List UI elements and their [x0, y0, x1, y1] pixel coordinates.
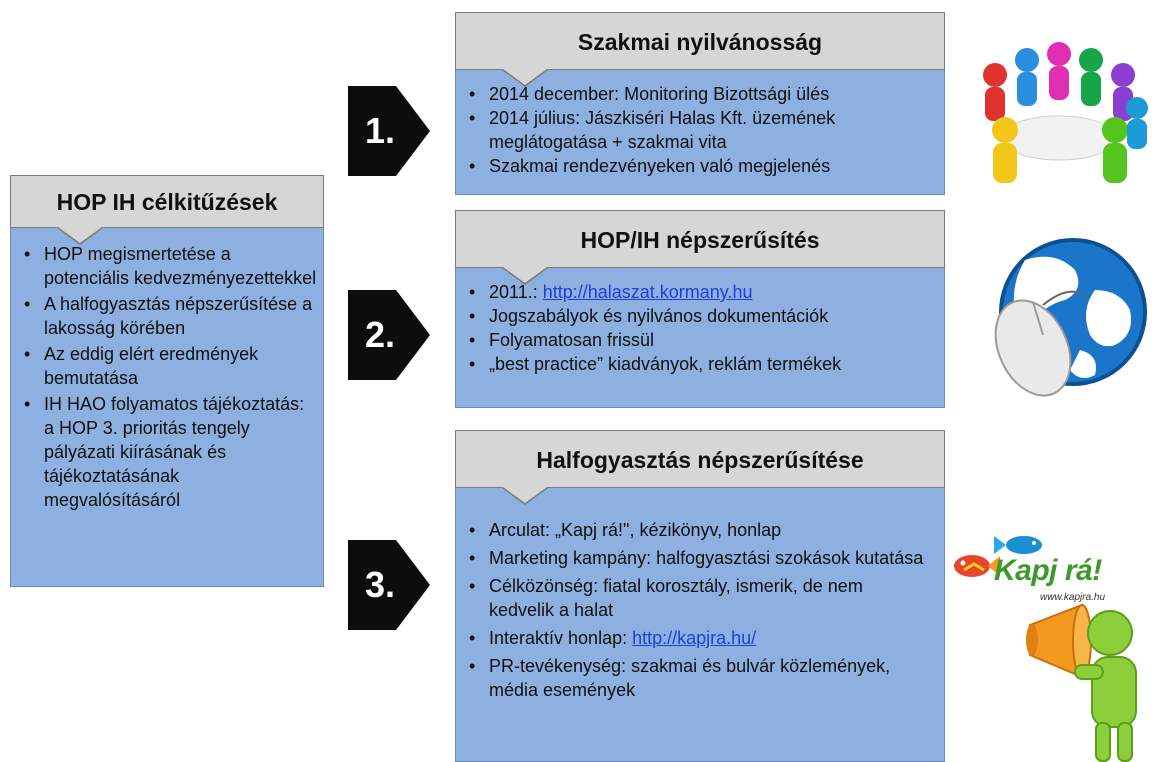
step-3-number: 3. — [364, 564, 396, 605]
step-3-box: Arculat: „Kapj rá!", kézikönyv, honlap M… — [455, 430, 945, 762]
list-item: Interaktív honlap: http://kapjra.hu/ — [462, 626, 932, 650]
left-goals-body: HOP megismertetése a potenciális kedvezm… — [10, 227, 324, 587]
step-1-chevron — [348, 86, 430, 176]
fish-icon — [954, 555, 1000, 577]
step-1-number: 1. — [364, 110, 396, 151]
list-item: Marketing kampány: halfogyasztási szokás… — [462, 546, 932, 570]
list-item: Folyamatosan frissül — [462, 328, 932, 352]
kapjra-link[interactable]: http://kapjra.hu/ — [632, 628, 757, 648]
step-2-list: 2011.: http://halaszat.kormany.hu Jogsza… — [462, 280, 932, 376]
list-item-prefix: 2011.: — [489, 282, 543, 302]
left-goals-box: HOP megismertetése a potenciális kedvezm… — [10, 175, 324, 587]
step-1-box: 2014 december: Monitoring Bizottsági ülé… — [455, 12, 945, 195]
step-2-body: 2011.: http://halaszat.kormany.hu Jogsza… — [455, 267, 945, 408]
meeting-people-icon — [983, 42, 1148, 183]
step-3-body: Arculat: „Kapj rá!", kézikönyv, honlap M… — [455, 487, 945, 762]
list-item: IH HAO folyamatos tájékoztatás: a HOP 3.… — [17, 392, 317, 512]
list-item: Jogszabályok és nyilvános dokumentációk — [462, 304, 932, 328]
list-item: HOP megismertetése a potenciális kedvezm… — [17, 242, 317, 290]
left-goals-title: HOP IH célkitűzések — [10, 175, 324, 228]
step-2-number: 2. — [364, 314, 396, 355]
list-item: 2014 december: Monitoring Bizottsági ülé… — [462, 82, 932, 106]
step-3-title: Halfogyasztás népszerűsítése — [455, 430, 945, 488]
list-item: Az eddig elért eredmények bemutatása — [17, 342, 317, 390]
kapj-ra-logo: Kapj rá! www.kapjra.hu — [950, 530, 1150, 610]
halaszat-link[interactable]: http://halaszat.kormany.hu — [542, 282, 753, 302]
fish-icon — [994, 536, 1042, 554]
step-3-chevron — [348, 540, 430, 630]
step-3-list: Arculat: „Kapj rá!", kézikönyv, honlap M… — [462, 518, 932, 702]
step-1-body: 2014 december: Monitoring Bizottsági ülé… — [455, 69, 945, 195]
megaphone-figure-icon — [1026, 603, 1137, 762]
list-item: A halfogyasztás népszerűsítése a lakossá… — [17, 292, 317, 340]
step-1-list: 2014 december: Monitoring Bizottsági ülé… — [462, 82, 932, 178]
logo-url: www.kapjra.hu — [1040, 592, 1106, 603]
logo-text: Kapj rá! — [994, 554, 1102, 587]
list-item: „best practice” kiadványok, reklám termé… — [462, 352, 932, 376]
step-1-title: Szakmai nyilvánosság — [455, 12, 945, 70]
list-item: Célközönség: fiatal korosztály, ismerik,… — [462, 574, 932, 622]
list-item: PR-tevékenység: szakmai és bulvár közlem… — [462, 654, 932, 702]
globe-mouse-icon — [994, 238, 1147, 397]
step-2-title: HOP/IH népszerűsítés — [455, 210, 945, 268]
list-item: 2011.: http://halaszat.kormany.hu — [462, 280, 932, 304]
list-item: 2014 július: Jászkiséri Halas Kft. üzemé… — [462, 106, 932, 154]
left-goals-list: HOP megismertetése a potenciális kedvezm… — [17, 242, 317, 512]
step-2-box: 2011.: http://halaszat.kormany.hu Jogsza… — [455, 210, 945, 408]
list-item: Szakmai rendezvényeken való megjelenés — [462, 154, 932, 178]
step-2-chevron — [348, 290, 430, 380]
list-item-prefix: Interaktív honlap: — [489, 628, 633, 648]
list-item: Arculat: „Kapj rá!", kézikönyv, honlap — [462, 518, 932, 542]
